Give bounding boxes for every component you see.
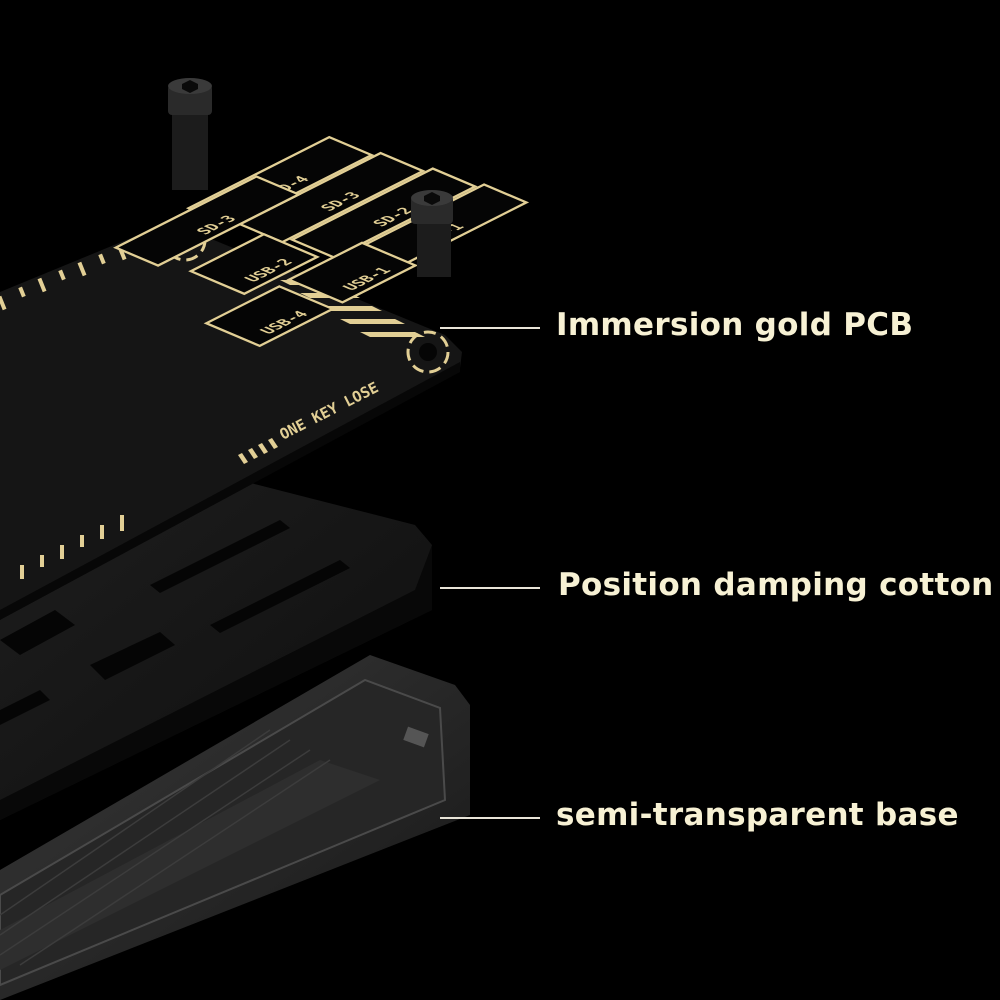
callout-leader-line bbox=[440, 327, 540, 329]
callout-pcb: Immersion gold PCB bbox=[556, 307, 914, 343]
callout-leader-line bbox=[440, 587, 540, 589]
mount-hole-icon bbox=[406, 330, 450, 374]
semi-transparent-base bbox=[0, 655, 470, 1000]
pcb-slot: SD-3 bbox=[113, 175, 302, 267]
standoff-screw bbox=[168, 78, 212, 190]
standoff-screw bbox=[411, 190, 453, 277]
pcb-slot: SD-3 bbox=[237, 151, 426, 244]
callout-leader-line bbox=[440, 817, 540, 819]
ruler-ticks bbox=[0, 237, 146, 579]
callout-base: semi-transparent base bbox=[556, 797, 959, 833]
pcb-slot: USB-1 bbox=[286, 241, 419, 304]
callout-cotton: Position damping cotton bbox=[558, 567, 994, 603]
